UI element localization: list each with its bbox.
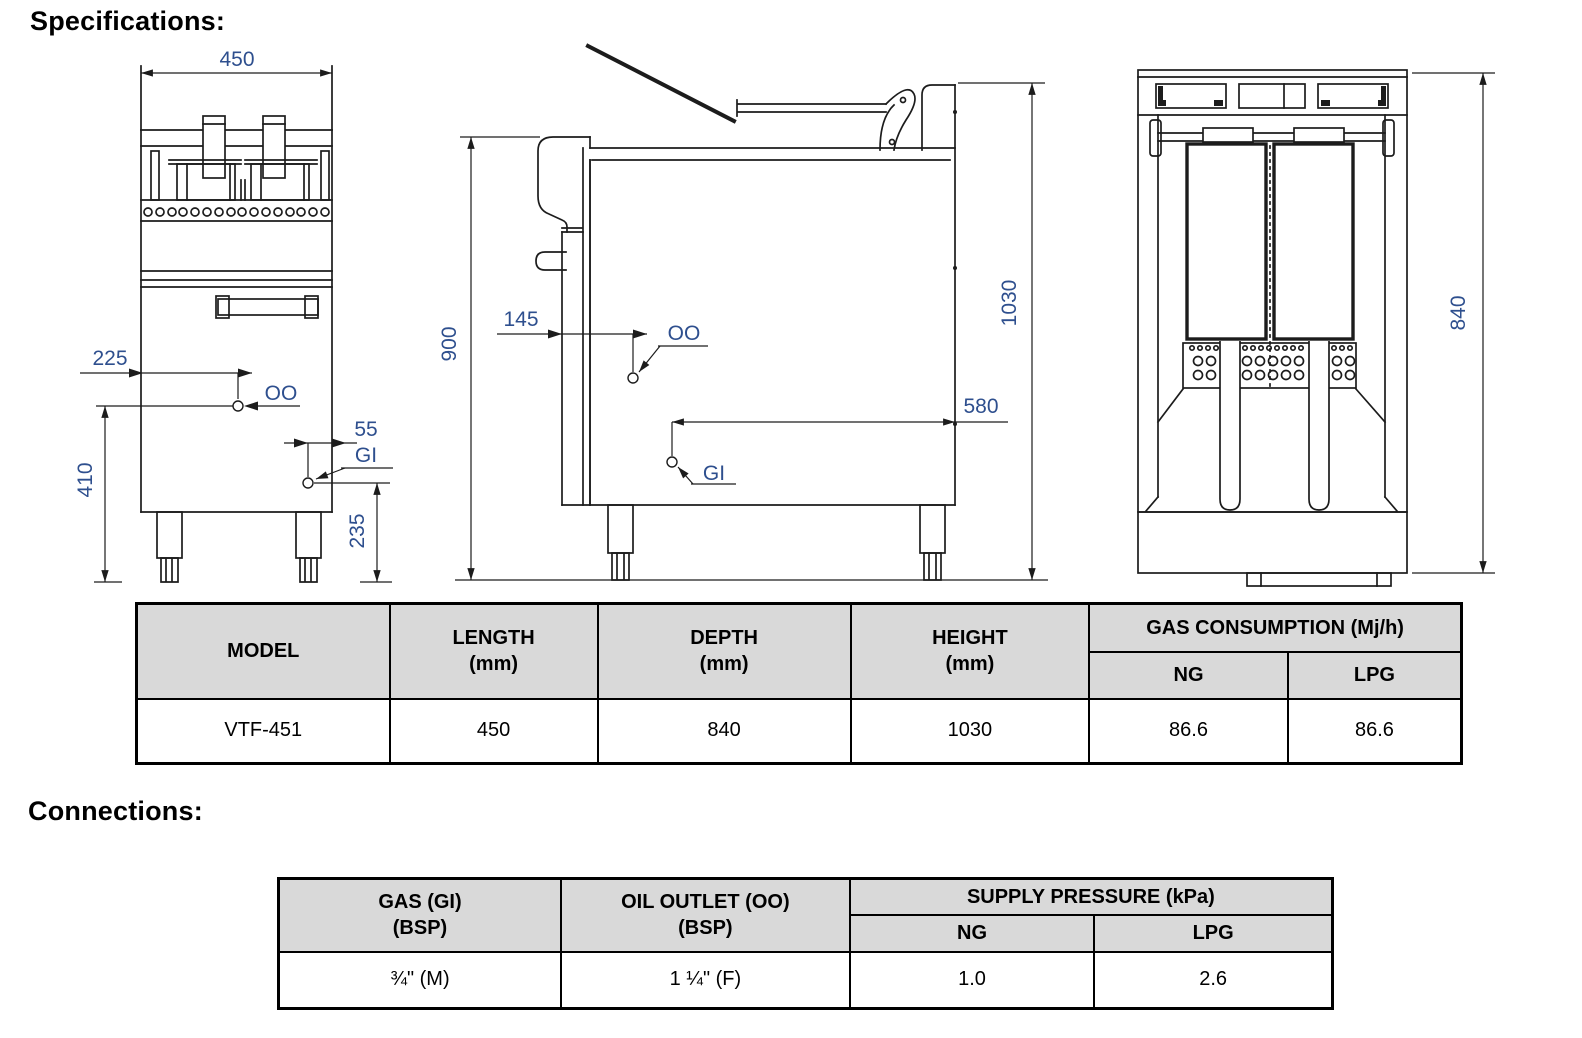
side-oil-outlet: OO: [627, 322, 708, 384]
specifications-heading: Specifications:: [30, 6, 226, 36]
col-gas-consumption: GAS CONSUMPTION (Mj/h): [1088, 602, 1463, 653]
front-width-label: 450: [219, 48, 254, 71]
col-depth: DEPTH (mm): [596, 602, 852, 700]
front-gi-label: GI: [355, 444, 377, 467]
burner-manifold-panel: [1182, 342, 1357, 389]
burner-valve-row: [143, 207, 330, 217]
col-model: MODEL: [135, 602, 391, 700]
cell-length: 450: [388, 697, 599, 765]
cell-gas-connection: ¾" (M): [277, 950, 562, 1010]
side-oo-depth-dimension: 145: [497, 308, 647, 372]
front-view-drawing: 450: [74, 48, 393, 583]
side-gi-depth-dimension: 580: [671, 395, 1008, 456]
connections-table: GAS (GI) (BSP) OIL OUTLET (OO) (BSP) SUP…: [277, 877, 1334, 1010]
front-gi-offset-label: 55: [354, 418, 377, 441]
front-legs: [156, 511, 322, 583]
cell-pressure-ng: 1.0: [848, 950, 1096, 1010]
rear-depth-dimension: 840: [1412, 72, 1495, 574]
front-width-dimension: 450: [140, 48, 333, 131]
oil-outlet-port-marker: [232, 400, 244, 412]
rear-body-outline: [1137, 69, 1408, 587]
col-pressure-ng: NG: [848, 913, 1096, 953]
door-handle: [215, 295, 319, 319]
cell-gas-ng: 86.6: [1088, 697, 1289, 765]
side-gi-label: GI: [703, 462, 725, 485]
front-oil-outlet: OO: [96, 382, 300, 412]
spec-table-header-row-1: MODEL LENGTH (mm) DEPTH (mm) HEIGHT (mm)…: [135, 602, 1463, 700]
side-overall-height-dimension: 1030: [958, 82, 1045, 580]
front-gas-inlet: GI: [302, 444, 393, 489]
side-overall-height-label: 1030: [998, 280, 1021, 327]
side-oo-depth-label: 145: [503, 308, 538, 331]
side-oo-label: OO: [668, 322, 701, 345]
side-front-height-dimension: 900: [438, 136, 540, 580]
rear-foot-bar: [1246, 572, 1392, 587]
basket-handle: [585, 43, 916, 151]
cell-gas-lpg: 86.6: [1286, 697, 1463, 765]
col-oil-outlet: OIL OUTLET (OO) (BSP): [559, 877, 851, 953]
connections-heading: Connections:: [28, 796, 203, 826]
col-pressure-lpg: LPG: [1093, 913, 1334, 953]
side-view-drawing: 900 1030: [438, 43, 1048, 581]
front-gi-height-dimension: 235: [314, 482, 392, 583]
front-oo-offset-dimension: 225: [80, 347, 252, 399]
col-gas-gi: GAS (GI) (BSP): [277, 877, 562, 953]
rear-depth-label: 840: [1447, 295, 1470, 330]
connections-table-header-row-1: GAS (GI) (BSP) OIL OUTLET (OO) (BSP) SUP…: [277, 877, 1334, 953]
col-height: HEIGHT (mm): [849, 602, 1091, 700]
cell-height: 1030: [849, 697, 1091, 765]
side-legs: [607, 504, 946, 581]
connections-table-header-row-2: NG LPG: [279, 913, 1334, 953]
drain-pipes: [1219, 341, 1330, 511]
front-oo-height-label: 410: [74, 462, 97, 497]
spec-table: MODEL LENGTH (mm) DEPTH (mm) HEIGHT (mm)…: [135, 602, 1463, 765]
fryer-tanks: [1185, 142, 1355, 387]
col-ng: NG: [1088, 650, 1289, 700]
flue-openings: [1155, 83, 1389, 109]
col-supply-pressure: SUPPLY PRESSURE (kPa): [848, 877, 1334, 916]
cell-oil-outlet-connection: 1 ¼" (F): [559, 950, 851, 1010]
col-lpg: LPG: [1286, 650, 1463, 700]
cell-model: VTF-451: [135, 697, 391, 765]
spec-table-header-row-2: NG LPG: [137, 650, 1463, 700]
cell-depth: 840: [596, 697, 852, 765]
front-oo-height-dimension: 410: [74, 406, 122, 583]
front-oo-label: OO: [265, 382, 298, 405]
front-gi-offset-dimension: 55: [284, 418, 378, 477]
oil-outlet-port-marker: [627, 372, 639, 384]
front-oo-offset-label: 225: [92, 347, 127, 370]
rear-view-drawing: 840: [1137, 69, 1495, 587]
gas-inlet-port-marker: [666, 456, 678, 468]
manifold-holes: [1188, 344, 1356, 381]
col-length: LENGTH (mm): [388, 602, 599, 700]
side-gas-inlet: GI: [666, 456, 736, 485]
cell-pressure-lpg: 2.6: [1093, 950, 1334, 1010]
front-body-outline: [140, 115, 333, 583]
connections-table-data-row: ¾" (M) 1 ¼" (F) 1.0 2.6: [277, 950, 1334, 1010]
side-front-height-label: 900: [438, 326, 461, 361]
gas-inlet-port-marker: [302, 477, 314, 489]
spec-table-data-row: VTF-451 450 840 1030 86.6 86.6: [135, 697, 1463, 765]
front-gi-height-label: 235: [346, 513, 369, 548]
side-body-outline: [535, 43, 957, 581]
side-gi-depth-label: 580: [963, 395, 998, 418]
